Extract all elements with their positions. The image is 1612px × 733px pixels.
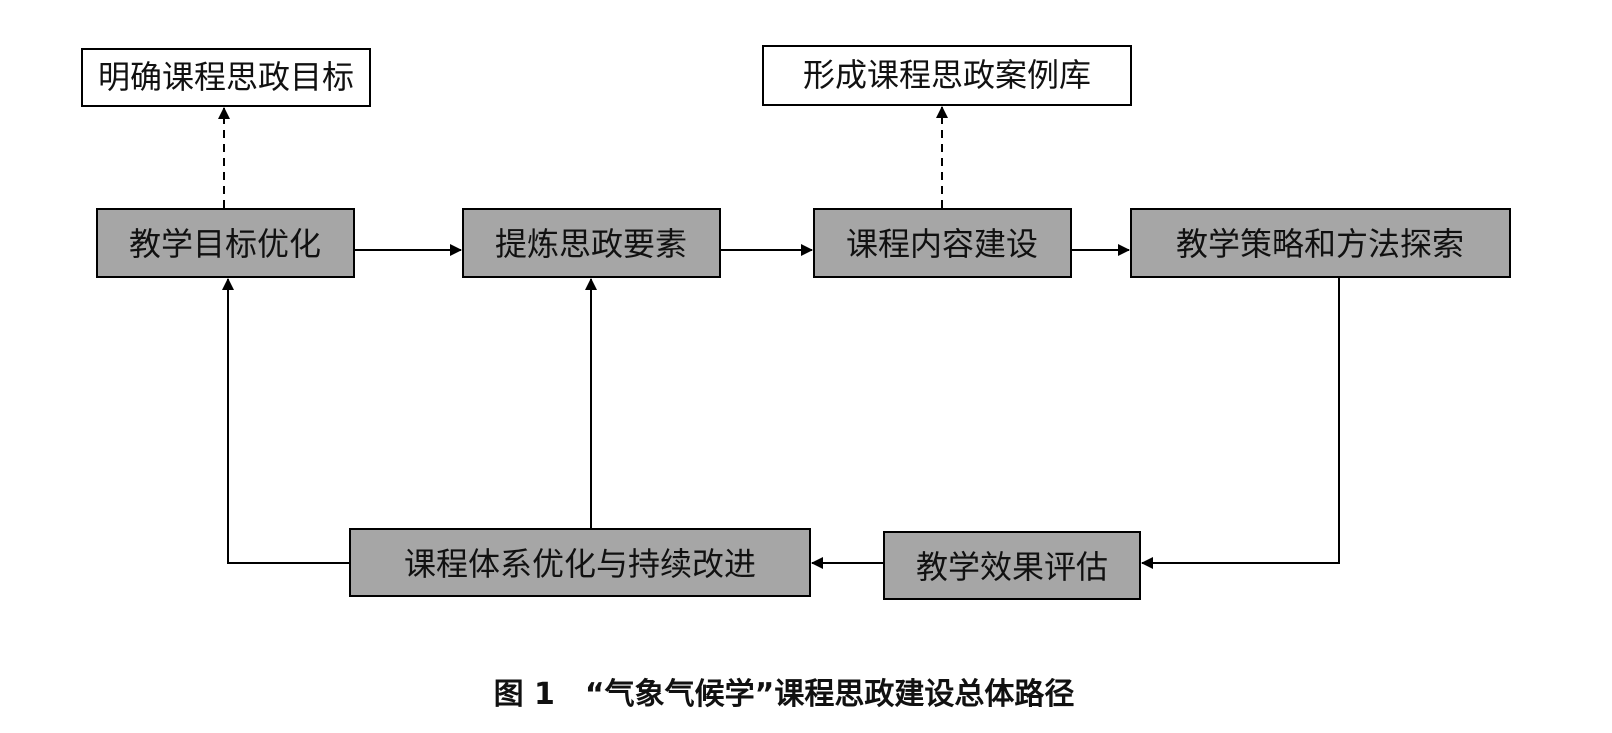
system-optimization-label: 课程体系优化与持续改进 bbox=[404, 545, 756, 583]
system-optimization-box: 课程体系优化与持续改进 bbox=[349, 528, 811, 597]
objective-optimization-box: 教学目标优化 bbox=[96, 208, 355, 278]
goal-box: 明确课程思政目标 bbox=[81, 48, 371, 107]
extract-elements-box: 提炼思政要素 bbox=[462, 208, 721, 278]
case-library-label: 形成课程思政案例库 bbox=[803, 56, 1091, 94]
objective-optimization-label: 教学目标优化 bbox=[129, 225, 321, 263]
evaluation-label: 教学效果评估 bbox=[916, 548, 1108, 586]
evaluation-box: 教学效果评估 bbox=[883, 531, 1141, 600]
strategy-exploration-box: 教学策略和方法探索 bbox=[1130, 208, 1511, 278]
case-library-box: 形成课程思政案例库 bbox=[762, 45, 1132, 106]
arrow-system-to-objective bbox=[222, 278, 350, 564]
goal-label: 明确课程思政目标 bbox=[98, 58, 354, 96]
content-construction-label: 课程内容建设 bbox=[846, 225, 1038, 263]
arrow-strategy-to-evaluation bbox=[1141, 278, 1340, 569]
content-construction-box: 课程内容建设 bbox=[813, 208, 1072, 278]
figure-caption: 图 1 “气象气候学”课程思政建设总体路径 bbox=[494, 677, 1075, 712]
strategy-exploration-label: 教学策略和方法探索 bbox=[1176, 225, 1464, 263]
extract-elements-label: 提炼思政要素 bbox=[495, 225, 687, 263]
